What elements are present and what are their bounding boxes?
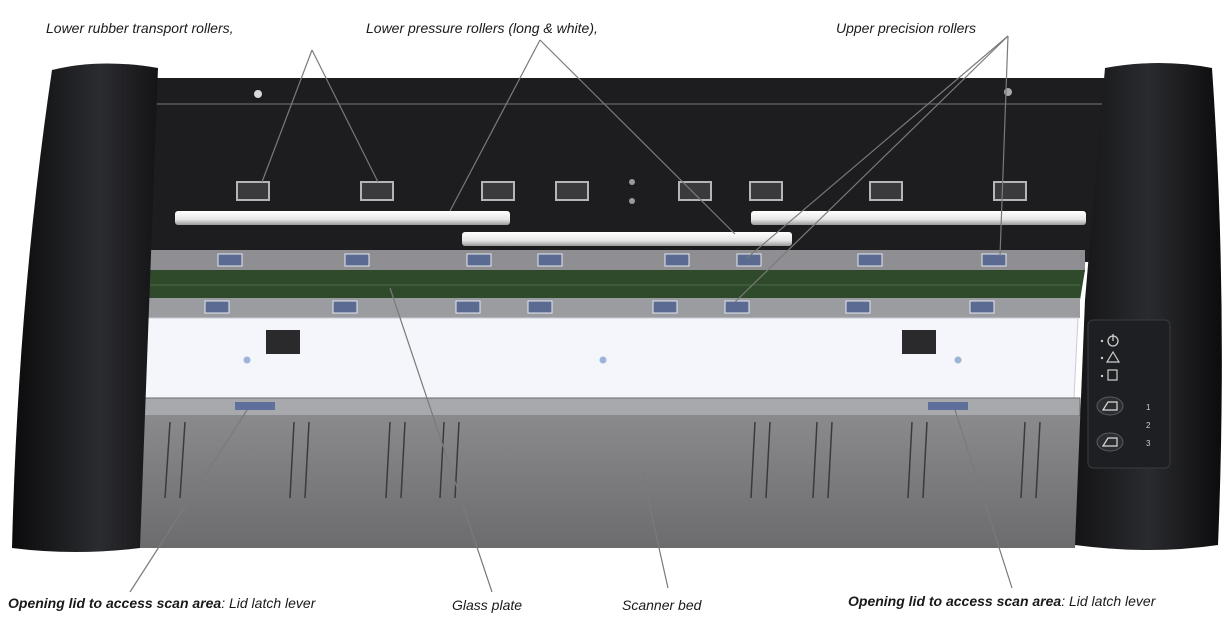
label-scanner-bed: Scanner bed: [622, 597, 702, 613]
label-pressure-rollers: Lower pressure rollers (long & white),: [366, 20, 598, 36]
scanner-bed: [118, 416, 1082, 548]
leader-lines: [129, 35, 1013, 593]
warning-icon: [1100, 350, 1121, 363]
label-precision-rollers: Upper precision rollers: [836, 20, 977, 36]
label-lid-latch-right: Opening lid to access scan area: Lid lat…: [848, 593, 1155, 609]
panel-button-1[interactable]: 1: [1146, 403, 1151, 412]
scan-color-icon: [1101, 401, 1118, 411]
white-plate: [127, 317, 1079, 399]
glass-plate: [145, 270, 1085, 300]
scan-color-button[interactable]: [1096, 396, 1124, 416]
power-icon: [1100, 334, 1119, 347]
control-panel: 1 2 3: [1087, 319, 1171, 469]
paper-icon: [1100, 369, 1118, 381]
label-lid-latch-left: Opening lid to access scan area: Lid lat…: [8, 595, 315, 611]
left-side-housing: [12, 63, 158, 553]
pressure-rollers: [175, 211, 1086, 246]
scan-bw-icon: [1101, 437, 1118, 447]
rubber-transport-rollers: [236, 181, 1027, 201]
scan-bw-button[interactable]: [1096, 432, 1124, 452]
label-lid-latch-right-bold: Opening lid to access scan area: [848, 593, 1062, 609]
precision-roller-row-top: [150, 250, 1085, 272]
label-lid-latch-right-rest: : Lid latch lever: [1061, 593, 1156, 609]
panel-button-3[interactable]: 3: [1146, 439, 1151, 448]
label-lid-latch-left-bold: Opening lid to access scan area: [8, 595, 222, 611]
label-lid-latch-left-rest: : Lid latch lever: [221, 595, 316, 611]
label-glass-plate: Glass plate: [452, 597, 523, 613]
precision-roller-row-bottom: [140, 298, 1080, 318]
panel-button-2[interactable]: 2: [1146, 421, 1151, 430]
label-rubber-transport-rollers: Lower rubber transport rollers,: [46, 20, 234, 36]
